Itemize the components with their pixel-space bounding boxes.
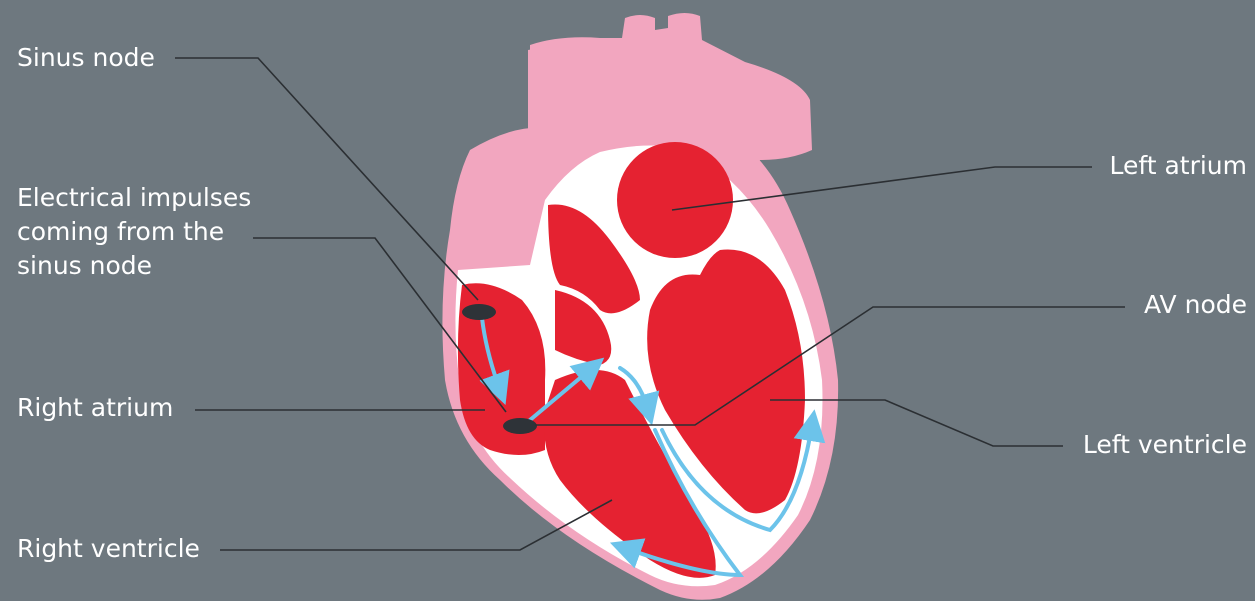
label-impulses-line3: sinus node xyxy=(17,249,251,283)
label-right-ventricle: Right ventricle xyxy=(17,532,200,566)
av-node-marker xyxy=(503,418,537,434)
label-impulses-line2: coming from the xyxy=(17,215,251,249)
label-left-atrium: Left atrium xyxy=(1109,149,1247,183)
label-impulses-line1: Electrical impulses xyxy=(17,181,251,215)
label-electrical-impulses: Electrical impulses coming from the sinu… xyxy=(17,181,251,283)
sinus-node-marker xyxy=(462,304,496,320)
label-right-atrium: Right atrium xyxy=(17,391,173,425)
left-atrium-chamber xyxy=(617,142,733,258)
label-av-node: AV node xyxy=(1144,288,1247,322)
label-left-ventricle: Left ventricle xyxy=(1083,428,1247,462)
label-sinus-node: Sinus node xyxy=(17,41,155,75)
